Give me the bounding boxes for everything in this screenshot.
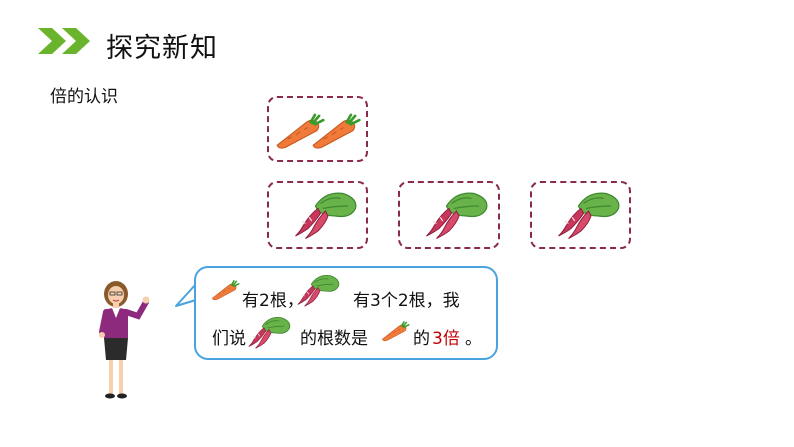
- radish-group-box: [267, 181, 368, 249]
- carrot-icon: [211, 280, 240, 301]
- speech-bubble: [194, 266, 498, 360]
- speech-bubble-tail: [175, 283, 197, 307]
- radish-icon: [557, 192, 620, 240]
- carrot-icon: [311, 113, 361, 150]
- speech-line2-part1: 们说: [212, 329, 246, 349]
- carrot-group-box: [267, 96, 368, 162]
- section-subtitle: 倍的认识: [50, 87, 118, 107]
- speech-line2-part2: 的根数是: [300, 329, 368, 349]
- speech-line1-part2: 有3个2根，我: [353, 291, 460, 311]
- radish-icon: [248, 317, 291, 349]
- speech-highlight: 3倍: [432, 329, 460, 349]
- radish-group-box: [398, 181, 500, 249]
- radish-icon: [294, 192, 357, 240]
- radish-icon: [425, 192, 488, 240]
- radish-icon: [297, 275, 340, 307]
- carrot-icon: [381, 321, 410, 342]
- speech-line2-part3: 的: [413, 329, 430, 349]
- teacher-figure: [99, 281, 150, 399]
- page-title: 探究新知: [106, 33, 218, 64]
- double-chevron-right-icon: [38, 28, 90, 54]
- speech-line2-end: 。: [465, 329, 482, 349]
- radish-group-box: [530, 181, 631, 249]
- speech-line1-part1: 有2根，: [242, 291, 304, 311]
